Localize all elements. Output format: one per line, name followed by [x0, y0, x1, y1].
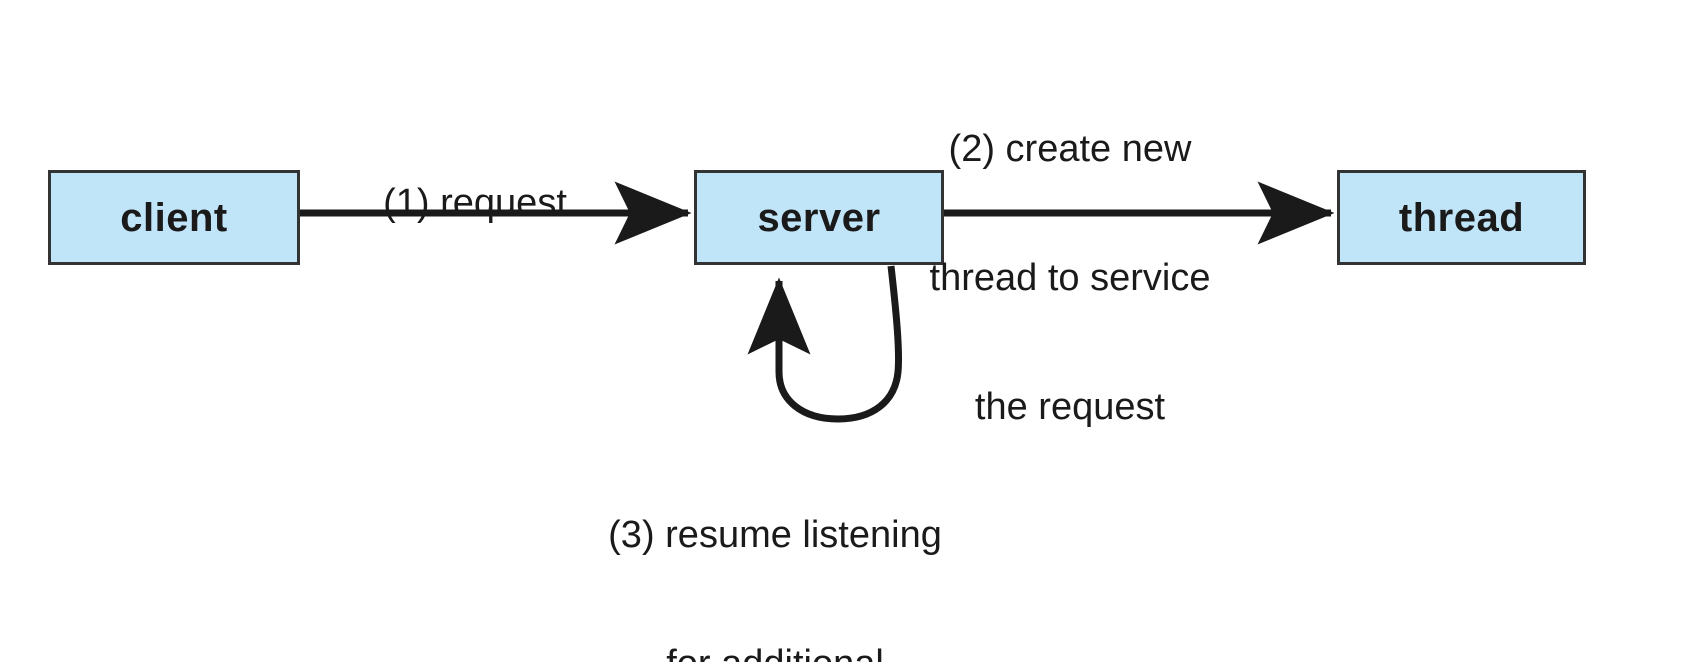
- edge-label-create-thread-line-2: thread to service: [929, 256, 1211, 299]
- node-thread[interactable]: thread: [1337, 170, 1586, 265]
- edge-label-resume-listening-line-2: for additional: [540, 643, 1010, 662]
- node-server-label: server: [757, 195, 881, 240]
- edge-label-create-thread: (2) create new thread to service the req…: [880, 42, 1260, 514]
- edge-label-request: (1) request: [330, 96, 620, 311]
- edge-label-create-thread-line-3: the request: [974, 385, 1166, 428]
- node-client-label: client: [120, 195, 228, 240]
- node-client[interactable]: client: [48, 170, 300, 265]
- edge-label-request-line-1: (1) request: [383, 181, 567, 224]
- edge-label-resume-listening: (3) resume listening for additional clie…: [540, 428, 1010, 662]
- node-thread-label: thread: [1398, 195, 1525, 240]
- edge-label-resume-listening-line-1: (3) resume listening: [608, 513, 942, 556]
- node-server[interactable]: server: [694, 170, 944, 265]
- edge-label-create-thread-line-1: (2) create new: [948, 127, 1192, 170]
